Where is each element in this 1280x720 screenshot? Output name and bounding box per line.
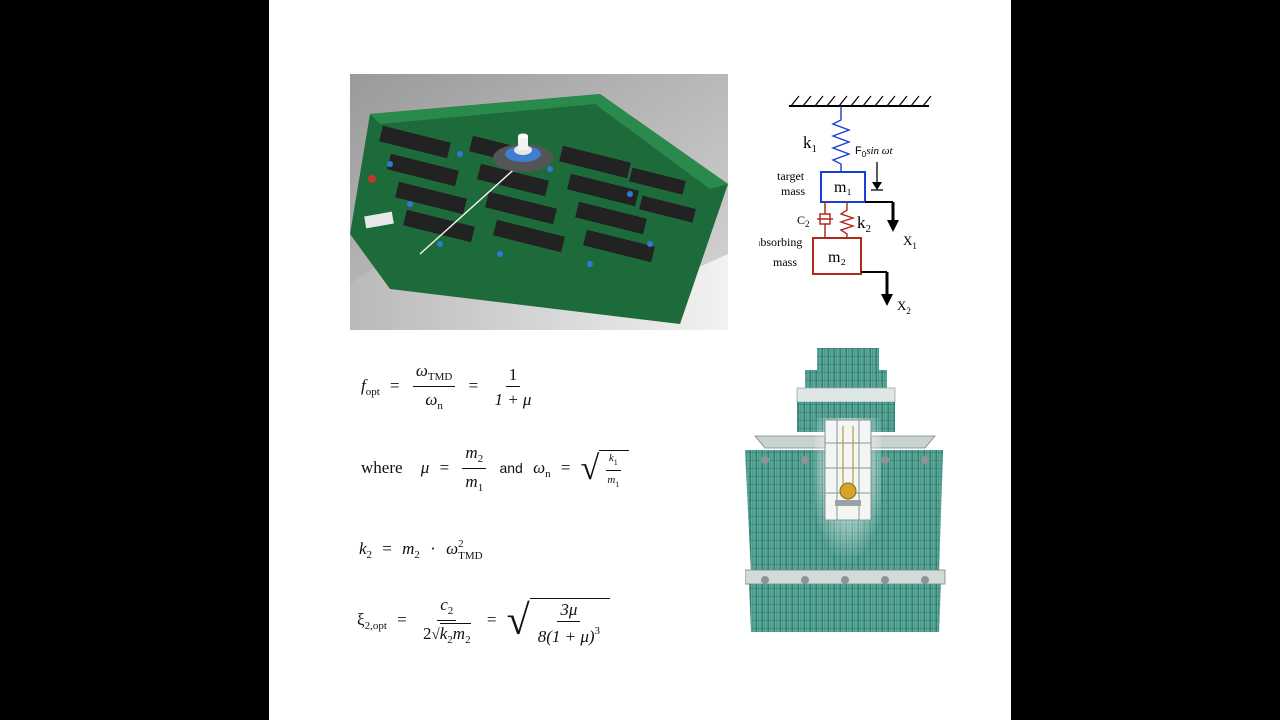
ceiling-hatch bbox=[790, 95, 932, 107]
label-force: F0sin ωt bbox=[855, 145, 894, 159]
label-absorbing-1: absorbing bbox=[759, 235, 802, 249]
pendulum-cables bbox=[842, 426, 854, 484]
label-k1: k1 bbox=[803, 133, 817, 155]
spring-k2 bbox=[838, 202, 856, 238]
equation-xi-opt: ξ2,opt = c2 2√k2m2 = √ 3μ 8(1 + μ)3 bbox=[357, 595, 611, 646]
fraction-mass-ratio: m2 m1 bbox=[462, 444, 487, 494]
label-k2: k2 bbox=[857, 213, 871, 235]
building-tmd-illustration bbox=[745, 348, 946, 632]
label-c2: C2 bbox=[797, 213, 810, 229]
fraction-k1-m1: k1 m1 bbox=[605, 451, 621, 489]
fraction-one-over: 1 1 + μ bbox=[494, 365, 532, 409]
equation-mu-omega: where μ = m2 m1 and ωn = √ k1 m1 bbox=[361, 444, 630, 494]
mass-m1-box bbox=[820, 171, 866, 203]
label-target-1: target bbox=[777, 169, 805, 183]
label-target-2: mass bbox=[781, 184, 805, 198]
label-m2: m₂ bbox=[828, 249, 846, 266]
label-absorbing-2: mass bbox=[773, 255, 797, 269]
equation-fopt: fopt = ωTMD ωn = 1 1 + μ bbox=[361, 362, 537, 412]
label-x2: X2 bbox=[897, 298, 911, 316]
circuit-board-photo bbox=[350, 74, 728, 330]
mass-m2-box bbox=[812, 237, 862, 275]
label-x1: X1 bbox=[903, 233, 917, 251]
label-m1: m₁ bbox=[834, 179, 852, 196]
slide: k1 F0sin ωt target mass m₁ C2 k2 X1 abso… bbox=[269, 0, 1011, 720]
spring-k1 bbox=[831, 106, 851, 172]
damper-sphere bbox=[839, 482, 857, 500]
fraction-omega-ratio: ωTMD ωn bbox=[412, 362, 456, 412]
fraction-mu: 3μ 8(1 + μ)3 bbox=[537, 599, 601, 646]
fraction-damping: c2 2√k2m2 bbox=[423, 595, 471, 646]
tmd-mass-spring-diagram: k1 F0sin ωt target mass m₁ C2 k2 X1 abso… bbox=[759, 95, 932, 316]
